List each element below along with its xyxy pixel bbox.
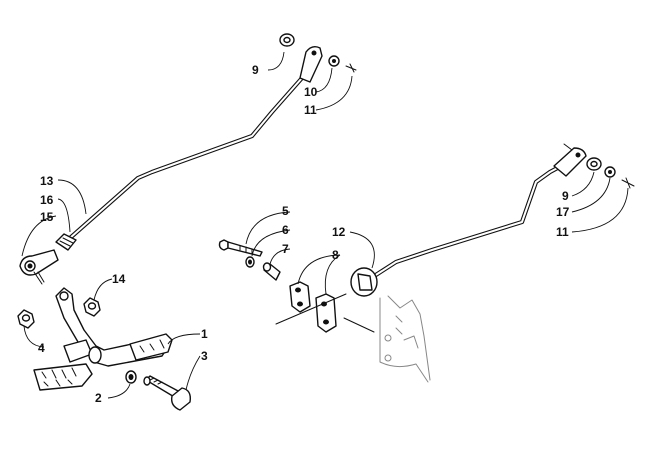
axis-line	[275, 293, 347, 325]
leader-10	[315, 67, 333, 93]
leader-11-right	[571, 187, 629, 233]
part-9-bushing-top	[279, 33, 295, 47]
part-1-shift-lever	[33, 287, 173, 391]
leader-11-top	[315, 75, 353, 111]
callout-11-right: 11	[556, 225, 569, 239]
leader-9-top	[267, 51, 285, 71]
callout-8: 8	[332, 248, 339, 262]
part-5-bolt	[218, 239, 263, 257]
callout-9-top: 9	[252, 63, 259, 77]
callout-6: 6	[282, 223, 289, 237]
part-3-pivot-bolt	[143, 375, 192, 411]
leader-17	[571, 177, 611, 213]
part-4-nut	[17, 309, 35, 329]
callout-5: 5	[282, 204, 289, 218]
callout-12: 12	[332, 225, 346, 239]
part-14-nut	[83, 297, 101, 317]
part-12-shift-arm	[350, 267, 378, 297]
part-7-spacer	[262, 262, 281, 281]
lower-shift-rod	[365, 155, 579, 283]
callout-4: 4	[38, 341, 45, 355]
callout-1: 1	[201, 327, 208, 341]
axis-line-2	[343, 317, 375, 333]
leader-7	[269, 248, 291, 265]
callout-10: 10	[304, 85, 318, 99]
part-10-washer	[328, 55, 340, 67]
callout-14: 14	[112, 272, 126, 286]
leader-6	[251, 229, 291, 257]
leader-15	[21, 215, 57, 257]
part-11-cotter-pin-right	[621, 177, 635, 189]
part-16-rod-end-adjuster	[55, 233, 77, 251]
leader-8a	[297, 254, 341, 285]
callout-9-right: 9	[562, 189, 569, 203]
frame-background	[379, 295, 431, 383]
part-17-washer	[604, 166, 616, 178]
part-6-washer	[245, 256, 255, 268]
leader-1	[167, 333, 201, 345]
leader-16	[57, 198, 71, 233]
leader-4	[23, 325, 45, 348]
rod-end-clevis-right	[553, 143, 587, 177]
leader-12	[349, 231, 375, 269]
leader-5	[245, 211, 291, 245]
part-2-washer	[125, 370, 137, 384]
leader-13	[57, 179, 87, 215]
callouts: 9 10 11 13 16 15 14 4 1 3 2 5 6 7 8 12 9…	[38, 63, 570, 405]
leader-9-right	[571, 171, 595, 197]
part-8-bracket-upper	[289, 281, 311, 313]
callout-15: 15	[40, 210, 54, 224]
upper-shift-rod	[67, 49, 315, 241]
leader-8b	[324, 254, 341, 295]
part-9-bushing-right	[586, 157, 602, 171]
callout-16: 16	[40, 193, 54, 207]
callout-2: 2	[95, 391, 102, 405]
callout-3: 3	[201, 349, 208, 363]
callout-17: 17	[556, 205, 570, 219]
leader-14	[93, 278, 113, 301]
rod-end-clevis-top	[299, 45, 323, 83]
part-15-ball-joint	[19, 249, 59, 285]
callout-7: 7	[282, 242, 289, 256]
leader-3	[185, 355, 201, 391]
callout-11-top: 11	[304, 103, 317, 117]
part-11-cotter-pin-top	[345, 63, 357, 73]
callout-13: 13	[40, 174, 54, 188]
leader-2	[107, 383, 131, 399]
